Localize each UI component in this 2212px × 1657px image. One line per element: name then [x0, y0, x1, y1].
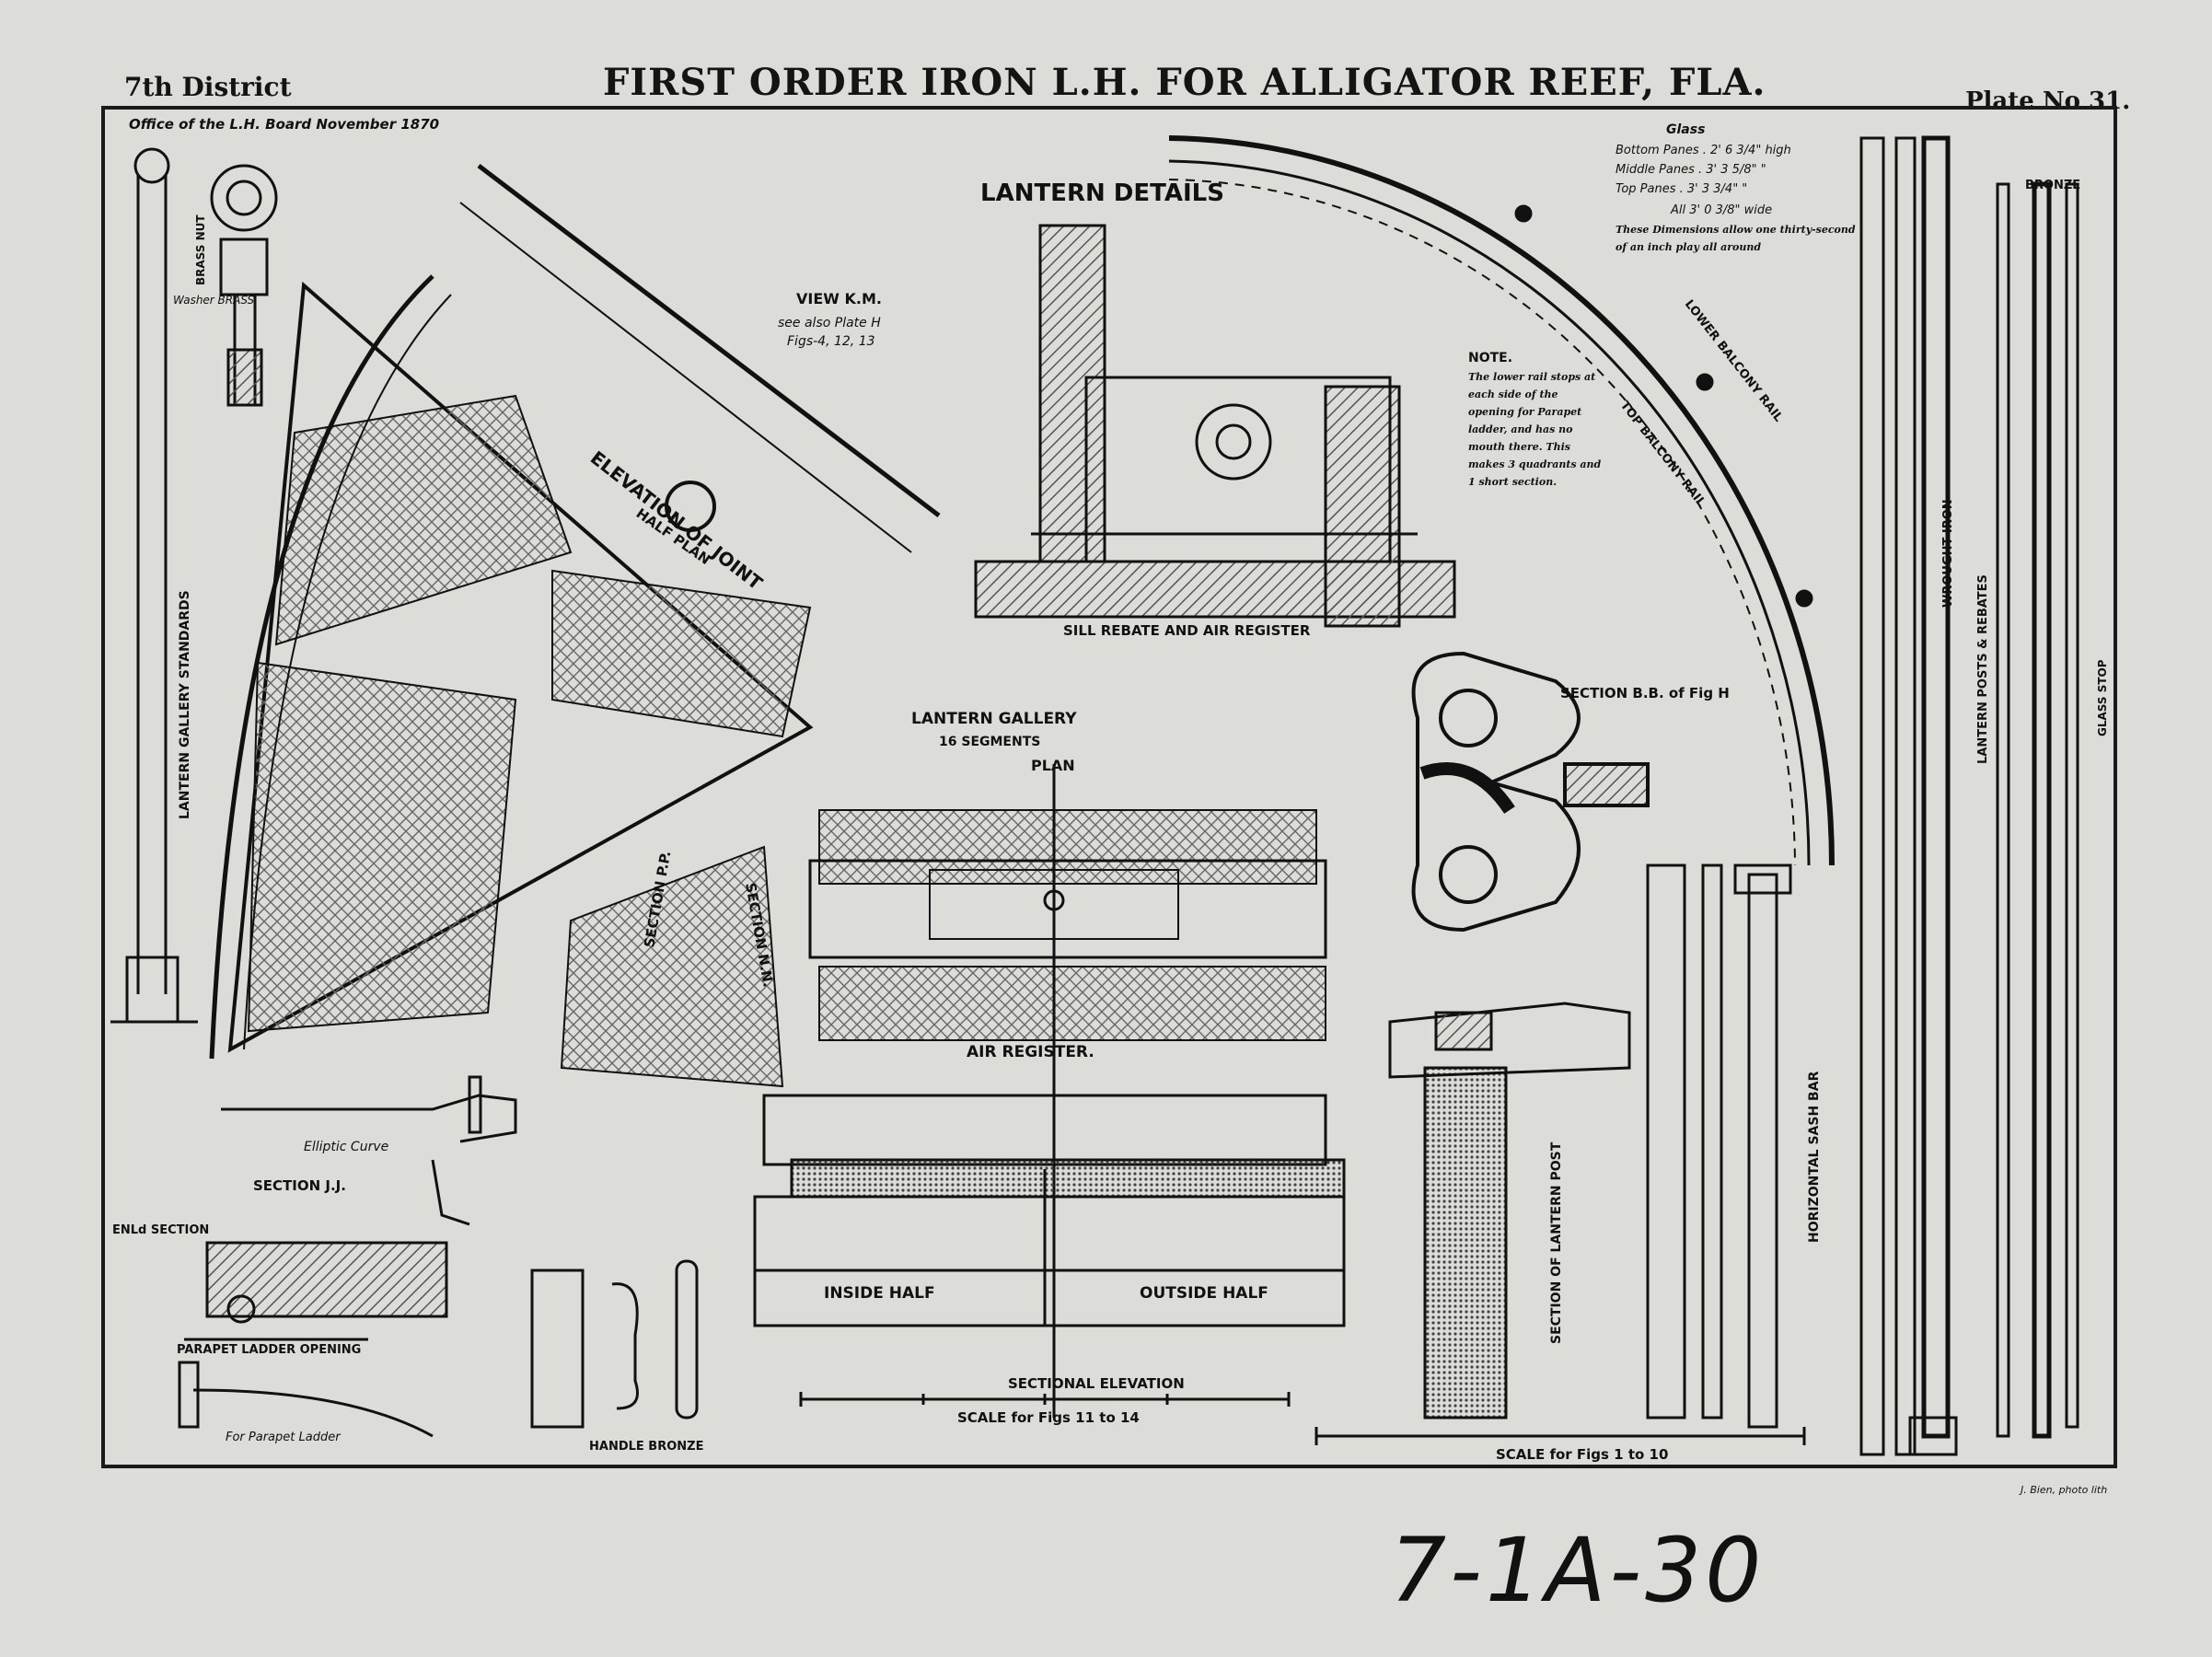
plate-title: FIRST ORDER IRON L.H. FOR ALLIGATOR REEF… [603, 61, 1766, 104]
sectional-elevation-label: SECTIONAL ELEVATION [1008, 1375, 1185, 1392]
section-bb-label: SECTION B.B. of Fig H [1560, 685, 1730, 701]
view-km-label: VIEW K.M. [796, 290, 882, 307]
drawing-frame [101, 106, 2117, 1468]
glass-title-label: Glass [1666, 122, 1705, 137]
sill-rebate-figure [974, 224, 1456, 628]
lower-balcony-rail-label: LOWER BALCONY RAIL [1682, 297, 1785, 424]
brass-nut-label: BRASS NUT [194, 214, 207, 285]
gallery-plan-figure [808, 764, 1327, 1418]
handle-figure [530, 1259, 699, 1429]
glass-middle-label: Middle Panes . 3' 3 5/8" " [1616, 163, 1766, 177]
gallery-standard-figure [110, 147, 198, 1024]
gallery-standards-label: LANTERN GALLERY STANDARDS [178, 590, 192, 819]
inside-half-label: INSIDE HALF [824, 1284, 935, 1303]
glass-top-label: Top Panes . 3' 3 3/4" " [1616, 182, 1747, 196]
bronze-label: BRONZE [2025, 179, 2080, 192]
air-register-label: AIR REGISTER. [967, 1043, 1094, 1061]
lantern-post-section-label: SECTION OF LANTERN POST [1549, 1141, 1564, 1344]
see-also-label: see also Plate H [778, 316, 881, 330]
note-body-box: The lower rail stops at each side of the… [1468, 371, 1602, 488]
glass-note-box: These Dimensions allow one thirty-second… [1616, 224, 1856, 253]
air-register-figure [753, 1094, 1346, 1327]
glass-stop-label: GLASS STOP [2096, 659, 2109, 736]
parapet-ladder-opening-label: PARAPET LADDER OPENING [177, 1343, 361, 1357]
top-balcony-rail-label: TOP BALCONY RAIL [1617, 399, 1708, 509]
balcony-rail-arc [1168, 135, 1835, 866]
parapet-ladder-figure [178, 1241, 448, 1438]
section-jj-label: SECTION J.J. [253, 1177, 346, 1194]
section-bb-figure [1411, 651, 1650, 933]
sash-bar-label: HORIZONTAL SASH BAR [1807, 1071, 1822, 1243]
glass-note: These Dimensions allow one thirty-second… [1616, 224, 1856, 253]
lantern-posts-label: LANTERN POSTS & REBATES [1976, 574, 1990, 764]
office-note: Office of the L.H. Board November 1870 [129, 116, 439, 133]
handle-bronze-label: HANDLE BRONZE [589, 1440, 703, 1454]
lantern-post-section [1388, 1002, 1631, 1419]
elevation-joint-label: ELEVATION OF JOINT [586, 446, 767, 595]
for-parapet-ladder-label: For Parapet Ladder [226, 1431, 342, 1444]
outside-half-label: OUTSIDE HALF [1140, 1284, 1268, 1303]
brass-nut-figure [210, 164, 278, 407]
note-title-label: NOTE. [1468, 351, 1512, 365]
lantern-posts-figure [1859, 135, 2079, 1456]
figs-ref-label: Figs-4, 12, 13 [787, 334, 875, 349]
drawing-labels: Office of the L.H. Board November 1870 L… [112, 116, 2109, 1496]
sash-bar-figure [1646, 863, 1792, 1429]
catalog-number: 7-1A-30 [1390, 1519, 1766, 1622]
scale-bar-1-10 [1314, 1427, 1806, 1445]
district-label: 7th District [124, 72, 292, 102]
section-jj-figure [221, 1075, 517, 1226]
washer-brass-label: Washer BRASS [173, 294, 255, 307]
note-body: The lower rail stops at each side of the… [1468, 371, 1602, 488]
lantern-details-label: LANTERN DETAILS [980, 180, 1224, 207]
lantern-gallery-label: LANTERN GALLERY [911, 710, 1077, 728]
glass-all-label: All 3' 0 3/8" wide [1670, 203, 1772, 217]
enld-section-label: ENLd SECTION [112, 1223, 209, 1237]
scale-11-14-label: SCALE for Figs 11 to 14 [957, 1409, 1140, 1426]
elliptic-curve-label: Elliptic Curve [304, 1140, 388, 1154]
scale-bar-11-14 [799, 1392, 1291, 1407]
half-plan-figure [209, 164, 941, 1088]
segments-label: 16 SEGMENTS [939, 735, 1040, 749]
printer-label: J. Bien, photo lith [2019, 1484, 2107, 1496]
glass-bottom-label: Bottom Panes . 2' 6 3/4" high [1616, 144, 1791, 157]
scale-1-10-label: SCALE for Figs 1 to 10 [1496, 1446, 1668, 1463]
wrought-iron-label: WROUGHT IRON [1941, 499, 1955, 608]
plan-label: PLAN [1031, 757, 1075, 774]
sill-rebate-label: SILL REBATE AND AIR REGISTER [1063, 622, 1311, 639]
plate-number: Plate No 31. [1965, 87, 2131, 115]
